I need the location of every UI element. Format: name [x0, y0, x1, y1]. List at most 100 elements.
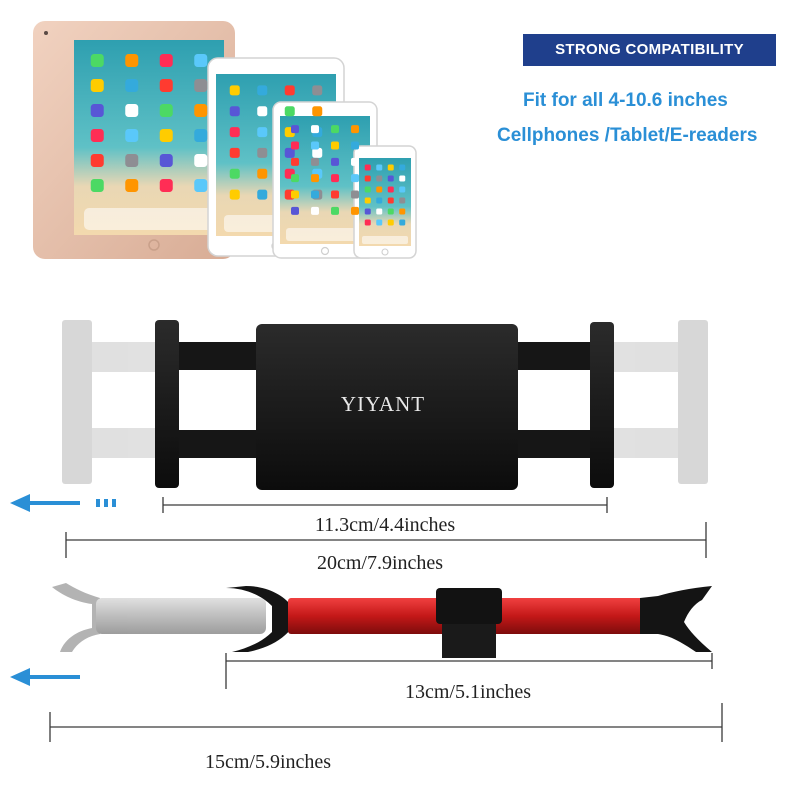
- app-icon: [291, 174, 299, 183]
- app-icon: [125, 179, 139, 192]
- holder-max-label: 20cm/7.9inches: [317, 552, 443, 574]
- app-icon: [125, 79, 139, 92]
- app-icon: [291, 157, 299, 166]
- app-icon: [284, 147, 295, 158]
- app-icon: [90, 179, 104, 192]
- app-icon: [311, 157, 319, 166]
- rod-bar: [226, 586, 712, 658]
- app-icon: [284, 106, 295, 117]
- app-icon: [387, 208, 394, 215]
- app-icon: [387, 219, 394, 226]
- app-icon: [351, 190, 359, 199]
- app-icon: [257, 85, 268, 96]
- app-icon: [257, 106, 268, 117]
- app-icon: [376, 186, 383, 193]
- app-icon: [311, 141, 319, 150]
- app-icon: [90, 104, 104, 117]
- app-icon: [387, 164, 394, 171]
- app-icon: [399, 208, 406, 215]
- app-icon: [159, 154, 173, 167]
- app-icon: [257, 147, 268, 158]
- app-icon: [229, 147, 240, 158]
- app-icon: [311, 174, 319, 183]
- app-icon: [331, 190, 339, 199]
- app-icon: [291, 190, 299, 199]
- app-icon: [312, 85, 323, 96]
- holder-extended-ghost: [62, 320, 708, 484]
- phone-icon: [353, 145, 417, 259]
- app-icon: [291, 125, 299, 134]
- app-icons: [90, 54, 406, 226]
- rod-max-label: 15cm/5.9inches: [205, 751, 331, 773]
- app-icon: [311, 190, 319, 199]
- app-icon: [364, 219, 371, 226]
- dimension-rod-min: [225, 653, 713, 689]
- dimension-rod-max: [49, 703, 723, 742]
- app-icon: [284, 85, 295, 96]
- app-icon: [331, 125, 339, 134]
- app-icon: [351, 174, 359, 183]
- app-icon: [229, 168, 240, 179]
- compatibility-size-text: Fit for all 4-10.6 inches: [523, 90, 728, 111]
- app-icon: [90, 154, 104, 167]
- app-icon: [229, 106, 240, 117]
- app-icon: [364, 164, 371, 171]
- app-icon: [194, 154, 208, 167]
- app-icon: [351, 157, 359, 166]
- app-icon: [311, 206, 319, 215]
- app-icon: [159, 179, 173, 192]
- app-icon: [376, 164, 383, 171]
- rod-extended-ghost: [52, 583, 266, 652]
- app-icon: [229, 127, 240, 138]
- app-icon: [399, 219, 406, 226]
- app-icon: [125, 154, 139, 167]
- app-icon: [387, 175, 394, 182]
- app-icon: [364, 186, 371, 193]
- app-icon: [159, 104, 173, 117]
- app-icon: [194, 179, 208, 192]
- app-icon: [257, 127, 268, 138]
- app-icon: [125, 129, 139, 142]
- app-icon: [364, 208, 371, 215]
- app-icon: [376, 208, 383, 215]
- app-icon: [291, 141, 299, 150]
- app-icon: [90, 54, 104, 67]
- compatibility-badge: STRONG COMPATIBILITY: [523, 34, 776, 66]
- app-icon: [229, 189, 240, 200]
- dimension-holder-max: [65, 522, 707, 558]
- app-icon: [159, 129, 173, 142]
- rod-min-label: 13cm/5.1inches: [405, 681, 531, 703]
- dimension-holder-min: [162, 497, 608, 513]
- app-icon: [194, 129, 208, 142]
- compatibility-devices-text: Cellphones /Tablet/E-readers: [497, 125, 758, 146]
- brand-label: YIYANT: [341, 392, 425, 416]
- app-icon: [125, 104, 139, 117]
- app-icon: [376, 219, 383, 226]
- holder-min-label: 11.3cm/4.4inches: [315, 514, 456, 536]
- app-icon: [331, 141, 339, 150]
- app-icon: [312, 106, 323, 117]
- app-icon: [125, 54, 139, 67]
- app-icon: [376, 175, 383, 182]
- expand-arrow-icon-lower: [10, 668, 80, 686]
- app-icon: [399, 186, 406, 193]
- app-icon: [331, 157, 339, 166]
- app-icon: [194, 104, 208, 117]
- expand-arrow-icon: [10, 494, 116, 512]
- app-icon: [399, 175, 406, 182]
- app-icon: [312, 147, 323, 158]
- app-icon: [351, 141, 359, 150]
- app-icon: [194, 54, 208, 67]
- app-icon: [311, 125, 319, 134]
- holder: [155, 320, 614, 490]
- app-icon: [331, 174, 339, 183]
- app-icon: [257, 189, 268, 200]
- app-icon: [364, 197, 371, 204]
- app-icon: [291, 206, 299, 215]
- app-icon: [159, 54, 173, 67]
- app-icon: [364, 175, 371, 182]
- app-icon: [90, 129, 104, 142]
- app-icon: [159, 79, 173, 92]
- app-icon: [351, 206, 359, 215]
